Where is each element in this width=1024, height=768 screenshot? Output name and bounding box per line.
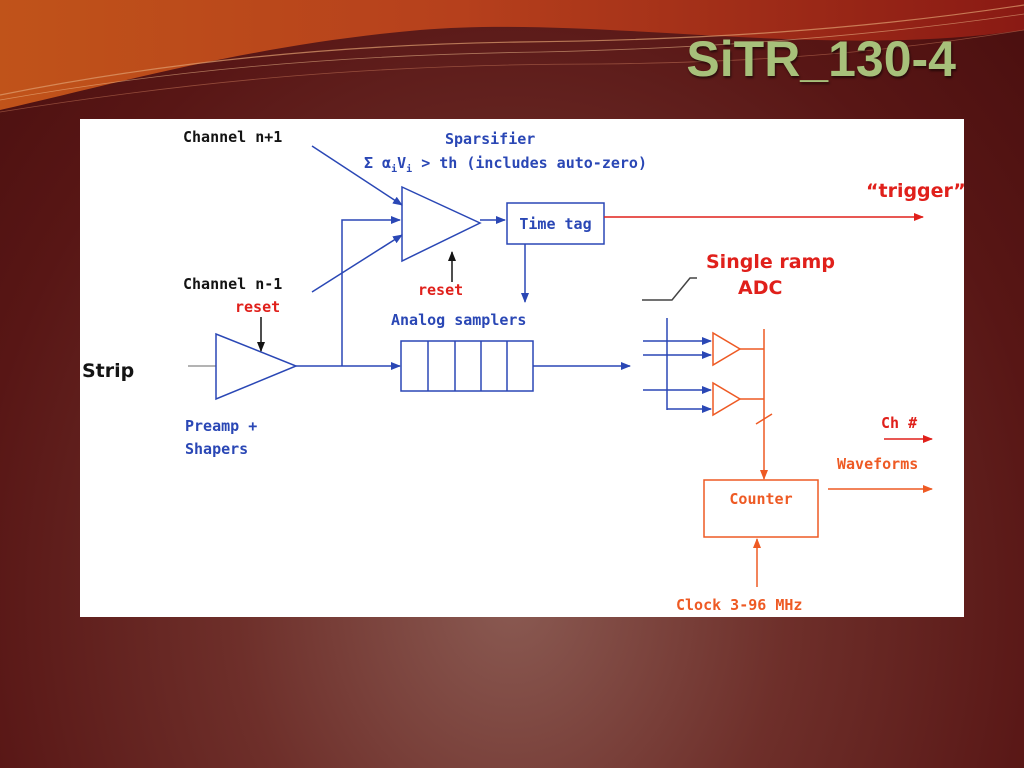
channel-n-minus-1-label: Channel n-1 bbox=[183, 275, 283, 293]
trigger-label: “trigger” bbox=[866, 180, 966, 202]
adc-comparator-2 bbox=[712, 381, 742, 417]
single-ramp-label: Single ramp bbox=[706, 251, 835, 273]
block-diagram bbox=[188, 145, 933, 587]
sparsifier-formula: Σ αiVi > th (includes auto-zero) bbox=[364, 154, 647, 175]
shapers-label: Shapers bbox=[185, 440, 249, 458]
preamp-to-sparsifier-line bbox=[341, 216, 401, 366]
sparsifier-triangle bbox=[401, 185, 482, 263]
counter-box bbox=[703, 479, 819, 538]
bus-slash bbox=[755, 413, 773, 425]
strip-label: Strip bbox=[82, 360, 135, 382]
time-tag-box bbox=[506, 202, 605, 245]
analog-samplers-label: Analog samplers bbox=[391, 311, 527, 329]
ch-number-label: Ch # bbox=[881, 414, 918, 432]
channel-n-plus-1-line bbox=[311, 145, 403, 206]
slide-title: SiTR_130-4 bbox=[686, 31, 956, 87]
channel-n-plus-1-label: Channel n+1 bbox=[183, 128, 283, 146]
adc-comparator-1 bbox=[712, 331, 742, 367]
preamp-reset-label: reset bbox=[235, 298, 281, 316]
analog-samplers-box bbox=[400, 340, 534, 392]
channel-n-minus-1-line bbox=[311, 234, 403, 293]
background-swoosh bbox=[0, 0, 1024, 113]
sparsifier-reset-label: reset bbox=[418, 281, 464, 299]
sparsifier-label: Sparsifier bbox=[445, 130, 536, 148]
adc-label: ADC bbox=[738, 277, 783, 299]
time-tag-label: Time tag bbox=[519, 215, 592, 233]
preamp-label: Preamp + bbox=[185, 417, 258, 435]
waveforms-label: Waveforms bbox=[837, 455, 919, 473]
clock-label: Clock 3-96 MHz bbox=[676, 596, 803, 614]
diagram-panel: Channel n+1 Channel n-1 Strip reset Prea… bbox=[80, 119, 966, 617]
preamp-triangle bbox=[215, 332, 298, 401]
ramp-symbol bbox=[642, 277, 697, 301]
counter-label: Counter bbox=[729, 490, 793, 508]
